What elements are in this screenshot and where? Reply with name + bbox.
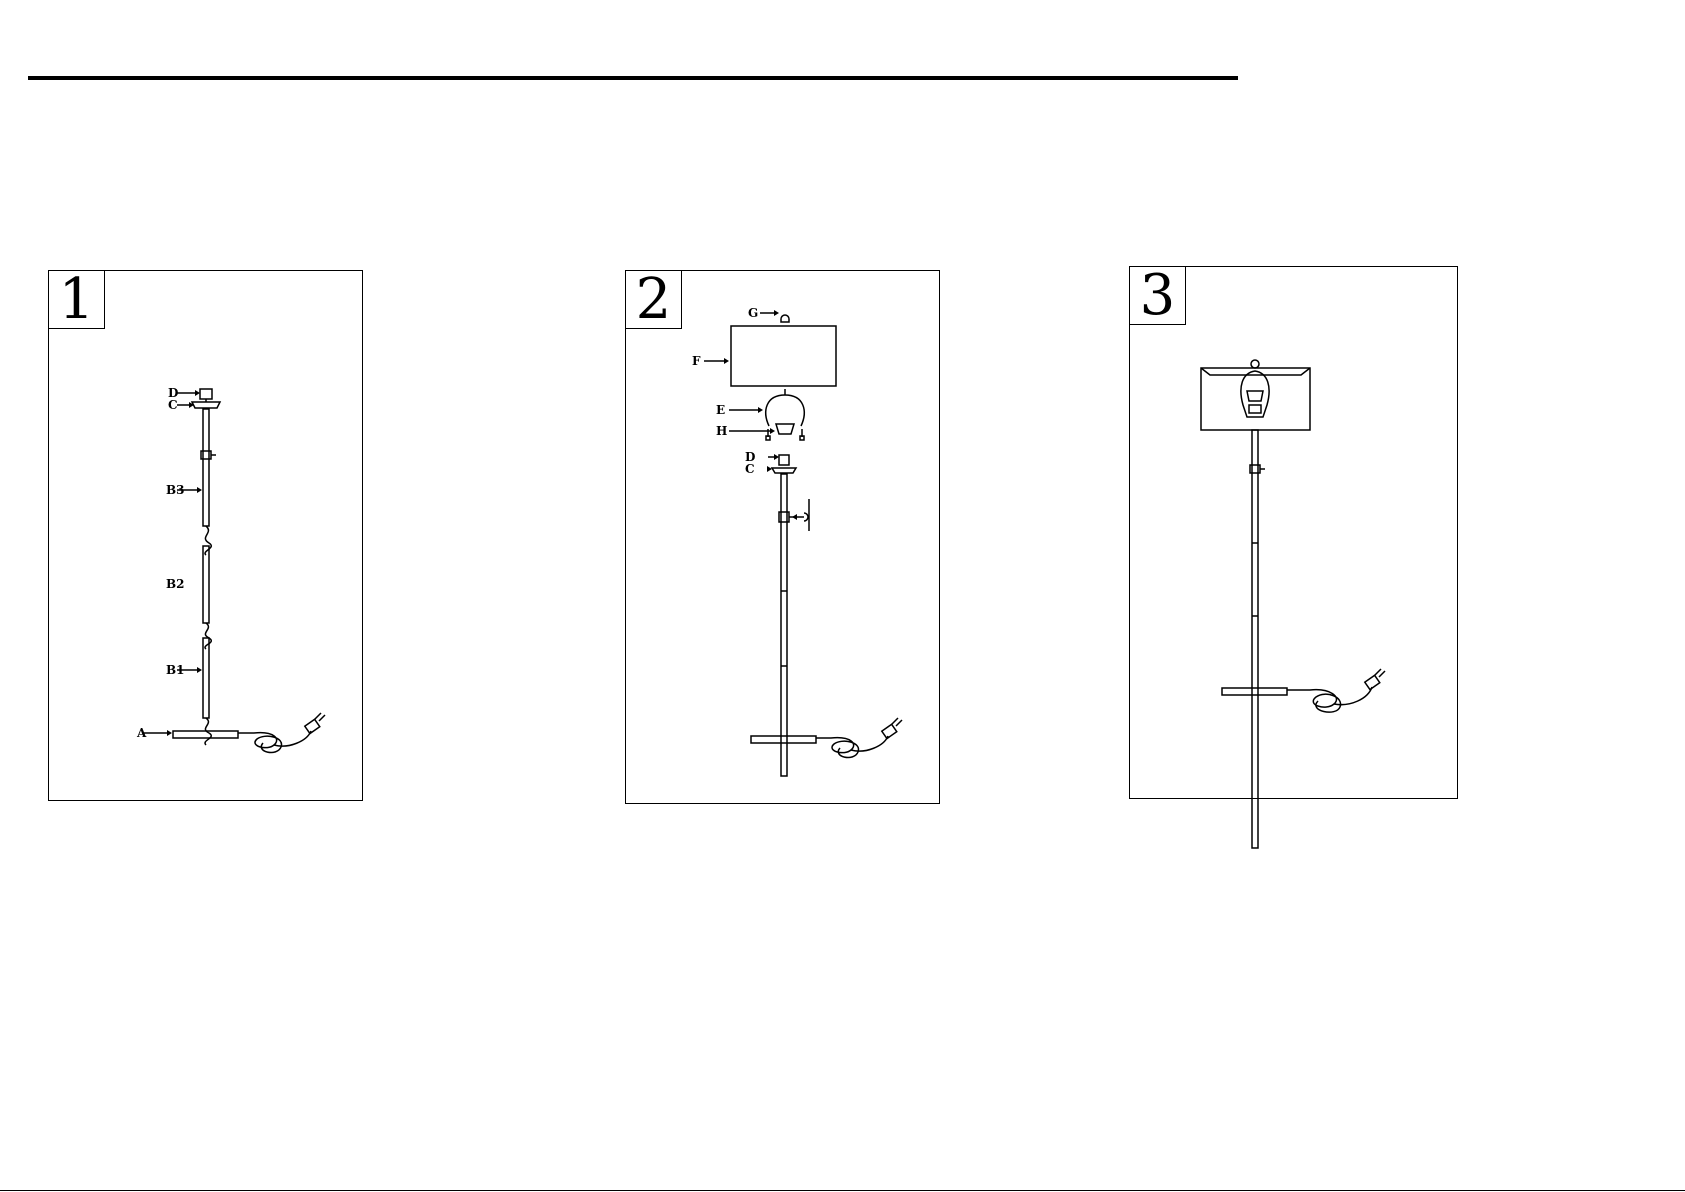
label-f: F bbox=[692, 354, 701, 368]
pole-b2 bbox=[203, 546, 209, 623]
bulb-h-part bbox=[776, 424, 794, 434]
base bbox=[751, 736, 816, 743]
pole-assembled bbox=[1252, 430, 1258, 848]
header-rule bbox=[28, 76, 1238, 80]
base-a bbox=[173, 731, 238, 738]
label-g: G bbox=[748, 306, 758, 320]
pole-b1 bbox=[203, 638, 209, 718]
step-2-diagram: G F E H D C bbox=[626, 271, 941, 805]
shade-f-part bbox=[731, 326, 836, 386]
harp-e-part bbox=[766, 395, 804, 426]
base bbox=[1222, 688, 1287, 695]
step-1-diagram: D C B3 B2 B1 A bbox=[49, 271, 364, 802]
harp-assembled bbox=[1241, 371, 1269, 417]
label-a: A bbox=[136, 726, 147, 740]
step-3-panel: 3 bbox=[1129, 266, 1458, 799]
label-e: E bbox=[716, 403, 725, 417]
step-1-panel: 1 bbox=[48, 270, 363, 801]
pole-assembled bbox=[781, 474, 787, 776]
footer-rule bbox=[0, 1190, 1685, 1191]
label-c: C bbox=[745, 462, 755, 476]
label-b3: B3 bbox=[166, 483, 185, 497]
shade-assembled bbox=[1201, 368, 1310, 430]
step-3-diagram bbox=[1130, 267, 1459, 800]
label-b2: B2 bbox=[166, 577, 185, 591]
harp-holder-c-part bbox=[192, 402, 220, 408]
socket-d-part bbox=[200, 389, 212, 399]
pole-b3 bbox=[203, 409, 209, 526]
label-b1: B1 bbox=[166, 663, 185, 677]
step-2-panel: 2 bbox=[625, 270, 940, 804]
label-c: C bbox=[168, 398, 178, 412]
finial-g-part bbox=[781, 315, 789, 322]
label-h: H bbox=[716, 424, 727, 438]
